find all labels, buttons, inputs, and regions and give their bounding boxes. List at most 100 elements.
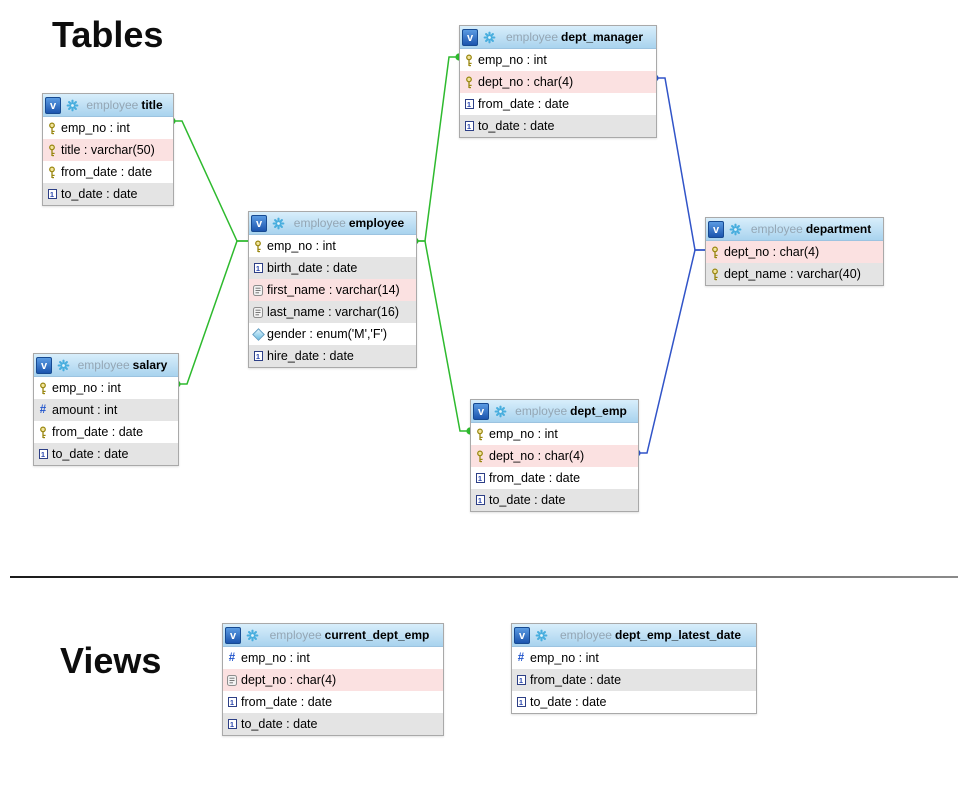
column-row[interactable]: gender : enum('M','F') [249,323,416,345]
column-row[interactable]: emp_no : int [34,377,178,399]
view-badge-icon: v [36,356,52,374]
gear-icon [57,359,70,371]
column-label: to_date : date [478,119,555,133]
gear-icon [66,99,79,111]
primary-key-icon [40,382,46,394]
date-field-icon: 1 [47,189,57,199]
column-label: from_date : date [530,673,622,687]
date-field-icon: 1 [475,495,485,505]
column-label: amount : int [52,403,118,417]
column-row[interactable]: #amount : int [34,399,178,421]
column-label: to_date : date [52,447,129,461]
column-label: dept_no : char(4) [489,449,585,463]
column-label: gender : enum('M','F') [267,327,388,341]
column-row[interactable]: first_name : varchar(14) [249,279,416,301]
green-relationship-line [172,120,248,242]
column-label: to_date : date [61,187,138,201]
gear-icon [535,629,548,641]
date-field-icon: 1 [38,449,48,459]
gear-icon [246,629,259,641]
column-label: emp_no : int [478,53,547,67]
green-relationship-line [415,240,470,432]
primary-key-icon [477,428,483,440]
column-row[interactable]: 1 to_date : date [43,183,173,205]
column-row[interactable]: #emp_no : int [512,647,756,669]
column-label: dept_name : varchar(40) [724,267,861,281]
schema-name: employee [86,98,139,112]
column-label: dept_no : char(4) [478,75,574,89]
column-row[interactable]: dept_no : char(4) [460,71,656,93]
schema-name: employee [750,222,803,236]
column-row[interactable]: dept_no : char(4) [223,669,443,691]
schema-name: employee [559,628,612,642]
column-label: to_date : date [489,493,566,507]
column-row[interactable]: emp_no : int [460,49,656,71]
column-label: emp_no : int [489,427,558,441]
gear-icon [729,223,742,235]
date-field-icon: 1 [475,473,485,483]
text-field-icon [227,674,237,686]
blue-relationship-line [655,77,705,251]
column-row[interactable]: dept_name : varchar(40) [706,263,883,285]
primary-key-icon [255,240,261,252]
column-row[interactable]: emp_no : int [249,235,416,257]
primary-key-icon [49,166,55,178]
schema-name: employee [293,216,346,230]
gear-icon [494,405,507,417]
column-label: from_date : date [241,695,333,709]
gear-icon [272,217,285,229]
schema-name: employee [269,628,322,642]
column-label: title : varchar(50) [61,143,155,157]
column-row[interactable]: emp_no : int [43,117,173,139]
schema-name: employee [77,358,130,372]
text-field-icon [253,284,263,296]
date-field-icon: 1 [227,697,237,707]
column-row[interactable]: title : varchar(50) [43,139,173,161]
view-badge-icon: v [473,402,489,420]
column-row[interactable]: 1 from_date : date [223,691,443,713]
column-row[interactable]: dept_no : char(4) [471,445,638,467]
column-label: dept_no : char(4) [241,673,337,687]
schema-name: employee [515,404,568,418]
column-row[interactable]: 1 to_date : date [34,443,178,465]
column-row[interactable]: from_date : date [34,421,178,443]
column-row[interactable]: last_name : varchar(16) [249,301,416,323]
view-badge-icon: v [708,220,724,238]
numeric-field-icon: # [228,651,236,664]
blue-relationship-line [637,249,705,454]
entity-name: title [141,98,163,112]
primary-key-icon [477,450,483,462]
column-row[interactable]: from_date : date [43,161,173,183]
column-label: emp_no : int [241,651,310,665]
column-row[interactable]: emp_no : int [471,423,638,445]
column-row[interactable]: dept_no : char(4) [706,241,883,263]
column-label: to_date : date [530,695,607,709]
column-row[interactable]: 1 to_date : date [471,489,638,511]
section-divider [10,576,958,578]
column-row[interactable]: # emp_no : int [223,647,443,669]
